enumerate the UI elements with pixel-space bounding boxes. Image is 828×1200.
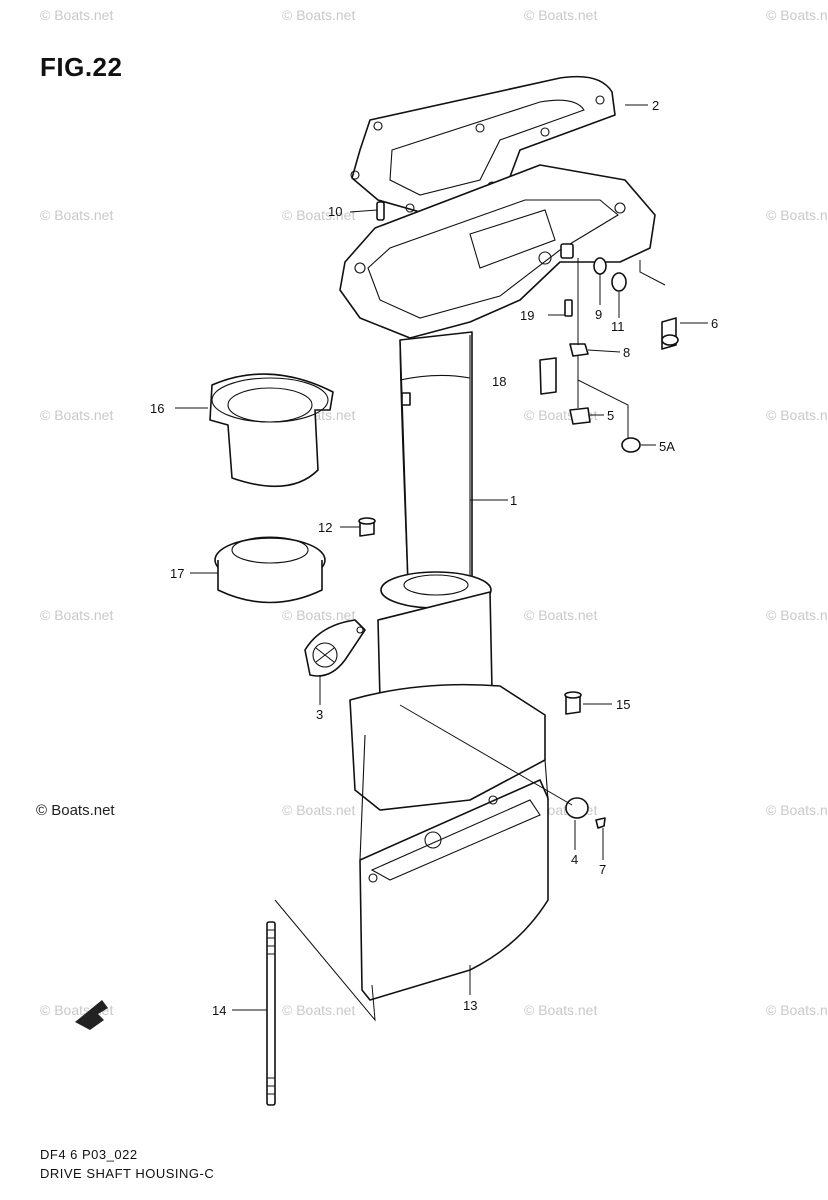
callout-12: 12 — [318, 520, 332, 535]
watermark: © Boats.net — [524, 7, 597, 23]
figure-title: FIG.22 — [40, 52, 123, 82]
watermark: © Boats.net — [524, 1002, 597, 1018]
callout-13: 13 — [463, 998, 477, 1013]
watermark-main: © Boats.net — [36, 802, 115, 819]
callout-19: 19 — [520, 308, 534, 323]
dowel-pin-part — [376, 201, 385, 221]
rubber-cover-part — [304, 619, 366, 677]
watermark: © Boats.net — [282, 7, 355, 23]
small-fasteners — [539, 243, 679, 453]
callout-8: 8 — [623, 345, 630, 360]
callout-16: 16 — [150, 401, 164, 416]
diagram-caption: DRIVE SHAFT HOUSING-C — [40, 1166, 215, 1181]
callout-2: 2 — [652, 98, 659, 113]
callout-17: 17 — [170, 566, 184, 581]
callout-18: 18 — [492, 374, 506, 389]
callout-5a: 5A — [659, 439, 675, 454]
lower-mount-part — [214, 536, 326, 604]
watermark: © Boats.net — [766, 407, 828, 423]
lower-housing-part — [349, 683, 549, 1001]
watermark: © Boats.net — [40, 207, 113, 223]
grommet-part — [565, 797, 589, 819]
callout-15: 15 — [616, 697, 630, 712]
watermark: © Boats.net — [40, 407, 113, 423]
front-arrow-icon — [75, 1000, 108, 1030]
callout-4: 4 — [571, 852, 578, 867]
callout-11: 11 — [611, 319, 625, 334]
screw-part — [595, 817, 606, 829]
callout-7: 7 — [599, 862, 606, 877]
leader-lines — [175, 104, 708, 1022]
plug-part — [564, 691, 582, 715]
watermark: © Boats.net — [40, 7, 113, 23]
cap-part — [358, 517, 376, 537]
callout-10: 10 — [328, 204, 342, 219]
watermark: © Boats.net — [282, 1002, 355, 1018]
diagram-code: DF4 6 P03_022 — [40, 1147, 138, 1162]
callout-3: 3 — [316, 707, 323, 722]
watermark: © Boats.net — [766, 207, 828, 223]
callout-labels: 2 10 19 9 11 6 8 18 5 5A 16 1 12 17 15 3… — [150, 98, 718, 1018]
watermark: © Boats.net — [40, 607, 113, 623]
watermark: © Boats.net — [282, 207, 355, 223]
stud-bolt-part — [266, 921, 276, 1106]
callout-1: 1 — [510, 493, 517, 508]
housing-upper-plate — [339, 164, 656, 339]
mount-rubber-part — [209, 373, 334, 488]
gasket-part — [350, 75, 616, 213]
watermark: © Boats.net — [766, 607, 828, 623]
watermark: © Boats.net — [282, 607, 355, 623]
callout-6: 6 — [711, 316, 718, 331]
watermark: © Boats.net — [766, 802, 828, 818]
watermark: © Boats.net — [282, 802, 355, 818]
callout-5: 5 — [607, 408, 614, 423]
watermark: © Boats.net — [766, 7, 828, 23]
drive-shaft-housing-part — [377, 331, 493, 701]
callout-14: 14 — [212, 1003, 226, 1018]
watermark: © Boats.net — [524, 607, 597, 623]
callout-9: 9 — [595, 307, 602, 322]
watermark: © Boats.net — [766, 1002, 828, 1018]
